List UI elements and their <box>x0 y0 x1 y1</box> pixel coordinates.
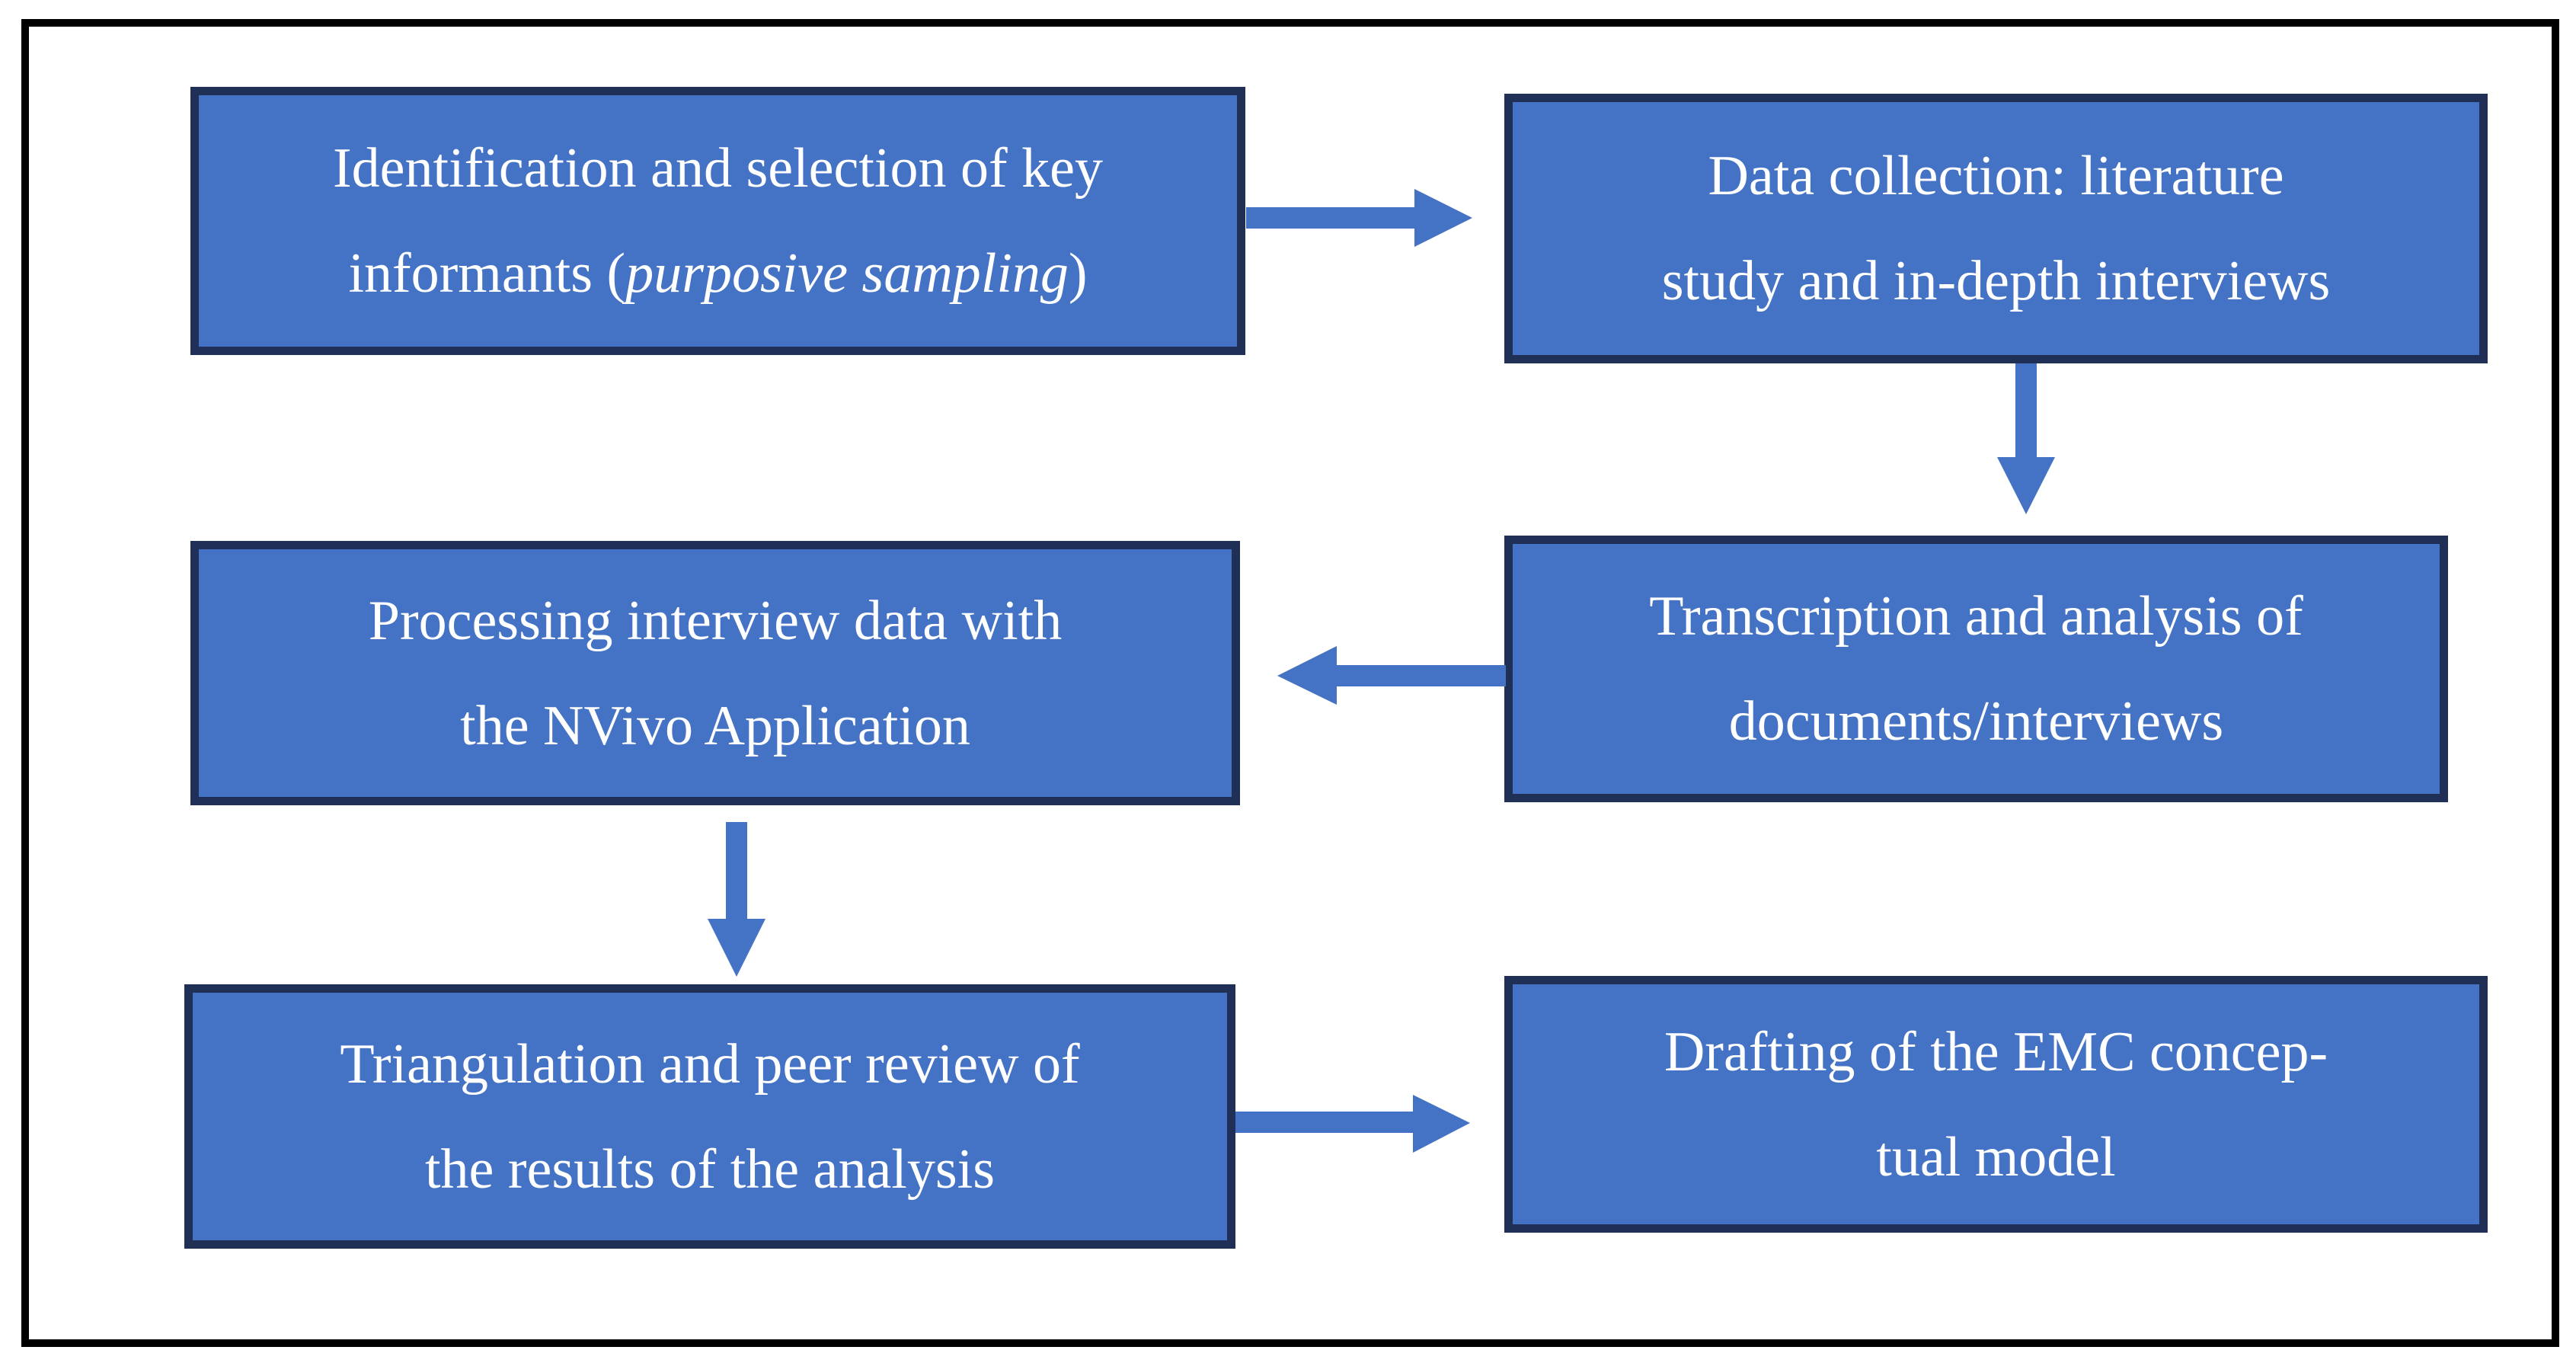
flow-box-transcription: Transcription and analysis of documents/… <box>1504 536 2448 802</box>
box-text-line1: Drafting of the EMC concep- <box>1664 1020 2328 1083</box>
box-text-line2-suffix: ) <box>1068 242 1088 305</box>
box-text-line2-italic: purposive sampling <box>625 242 1069 305</box>
outer-frame <box>21 19 2559 1347</box>
box-text-line1: Identification and selection of key <box>333 137 1103 200</box>
flow-box-triangulation: Triangulation and peer review of the res… <box>184 984 1235 1249</box>
flow-box-identification: Identification and selection of key info… <box>190 87 1245 355</box>
box-text-line2: documents/interviews <box>1728 690 2224 753</box>
box-text-line1: Triangulation and peer review of <box>340 1032 1080 1096</box>
box-text-line2: the NVivo Application <box>460 694 970 757</box>
flow-box-processing: Processing interview data with the NVivo… <box>190 541 1240 805</box>
box-text-line2: study and in-depth interviews <box>1661 250 2331 312</box>
box-text-line2-prefix: informants ( <box>348 242 626 305</box>
box-text-line1: Processing interview data with <box>368 589 1063 652</box>
box-text-line2: tual model <box>1876 1125 2116 1188</box>
box-text-line2: the results of the analysis <box>424 1137 996 1201</box>
box-text-line1: Transcription and analysis of <box>1649 585 2303 648</box>
box-text-line2: informants (purposive sampling) <box>348 221 1087 326</box>
flow-box-drafting: Drafting of the EMC concep- tual model <box>1504 976 2488 1233</box>
flow-box-data-collection: Data collection: literature study and in… <box>1504 94 2488 363</box>
box-text-line1: Data collection: literature <box>1708 145 2284 207</box>
